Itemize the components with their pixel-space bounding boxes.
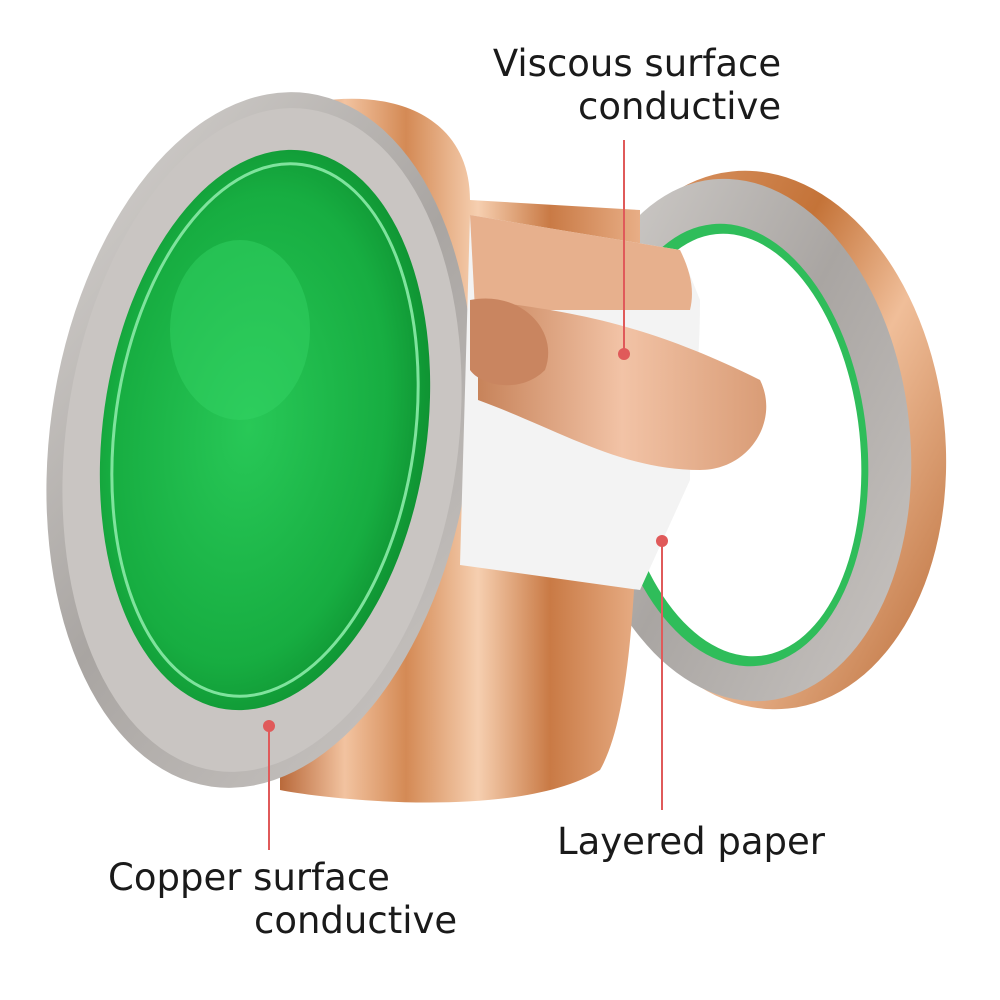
red-dot-icon — [656, 535, 668, 547]
red-dot-icon — [618, 348, 630, 360]
large-tape-roll — [46, 92, 640, 803]
red-dot-icon — [263, 720, 275, 732]
label-layered-paper: Layered paper — [557, 820, 825, 863]
label-layered-line1: Layered paper — [557, 820, 825, 863]
label-copper-line2: conductive — [254, 899, 458, 942]
label-copper-surface: Copper surface conductive — [108, 856, 457, 942]
label-copper-line1: Copper surface — [108, 856, 390, 899]
label-viscous-surface: Viscous surface conductive — [432, 42, 781, 128]
peeled-tape-strip — [460, 215, 767, 590]
callout-lines — [263, 140, 668, 850]
label-viscous-line1: Viscous surface — [492, 42, 782, 85]
label-viscous-line2: conductive — [578, 85, 782, 128]
